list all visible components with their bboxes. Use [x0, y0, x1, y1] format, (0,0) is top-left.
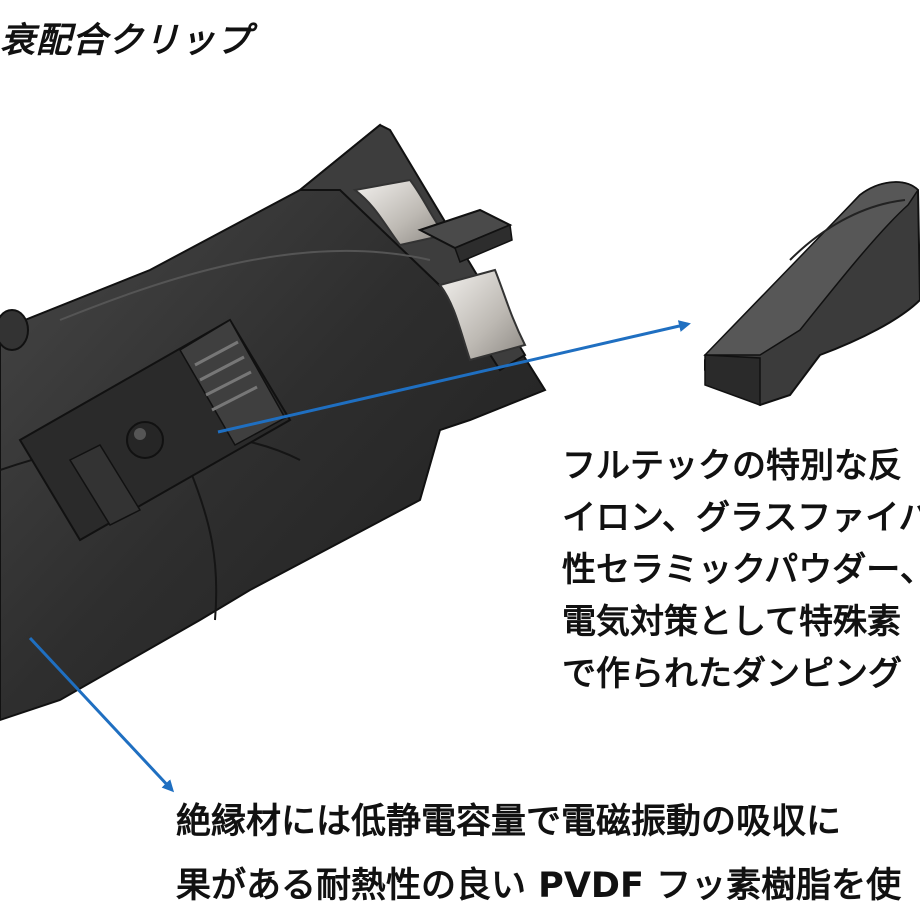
callout-damping-clip: フルテックの特別な反 イロン、グラスファイバ 性セラミックパウダー、 電気対策と…	[562, 440, 920, 700]
arrow-to-clip	[217, 320, 691, 434]
figure-title: 衰配合クリップ	[0, 21, 253, 61]
window-cutout	[18, 318, 292, 542]
callout-line: 性セラミックパウダー、	[562, 550, 920, 590]
callout-line: で作られたダンピング	[562, 654, 902, 694]
callout-insulator: 絶縁材には低静電容量で電磁振動の吸収に 果がある耐熱性の良い PVDF フッ素樹…	[176, 790, 901, 918]
callout-line: イロン、グラスファイバ	[562, 498, 920, 538]
callout-line: 電気対策として特殊素	[562, 602, 901, 642]
callout-line: 果がある耐熱性の良い PVDF フッ素樹脂を使	[176, 866, 902, 906]
metal-contacts	[352, 178, 527, 362]
callout-line: フルテックの特別な反	[562, 446, 902, 486]
callout-line: 絶縁材には低静電容量で電磁振動の吸収に	[176, 802, 842, 842]
arrow-to-insulator	[28, 636, 175, 793]
damping-clip-piece	[703, 181, 920, 407]
